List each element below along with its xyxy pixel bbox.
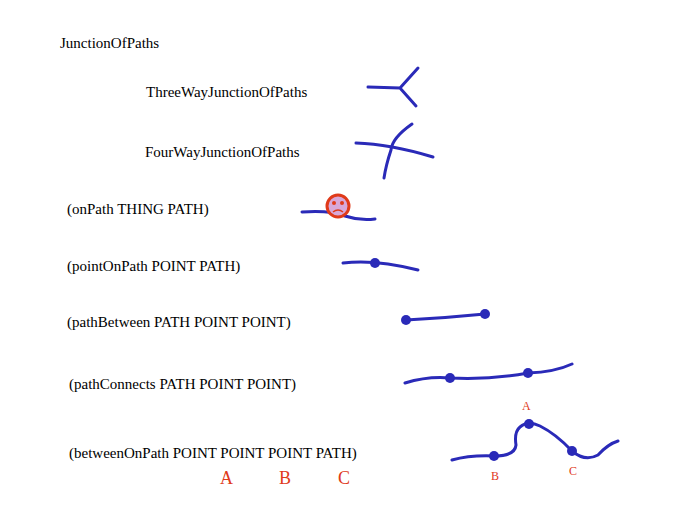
concept-label: FourWayJunctionOfPaths [145,143,300,161]
point-letter: B [491,469,499,483]
argument-letter: A [220,468,233,490]
path-between-line [406,314,485,320]
path-point [567,446,577,456]
between-on-path-line [452,423,618,460]
predicate-label: (pointOnPath POINT PATH) [67,257,240,275]
path-point [524,419,534,429]
path-point [480,309,490,319]
predicate-label: (onPath THING PATH) [67,200,209,218]
four-way-path-b [384,124,412,178]
argument-letter: C [338,468,350,490]
predicate-label: (betweenOnPath POINT POINT POINT PATH) [69,444,357,462]
path-point [401,315,411,325]
three-way-junction [368,68,418,106]
point-letter: C [569,464,577,478]
concept-label: ThreeWayJunctionOfPaths [146,83,307,101]
path-connects-line [405,364,572,383]
predicate-label: (pathConnects PATH POINT POINT) [69,375,296,393]
point-letter: A [522,399,531,413]
predicate-label: (pathBetween PATH POINT POINT) [67,313,291,331]
path-point [489,451,499,461]
path-point [445,373,455,383]
point-on-path-line [343,262,418,270]
four-way-path-a [356,143,433,157]
path-point [370,258,380,268]
path-point [523,368,533,378]
heading-label: JunctionOfPaths [60,34,159,52]
smiley-thing [327,195,349,217]
argument-letter: B [279,468,291,490]
